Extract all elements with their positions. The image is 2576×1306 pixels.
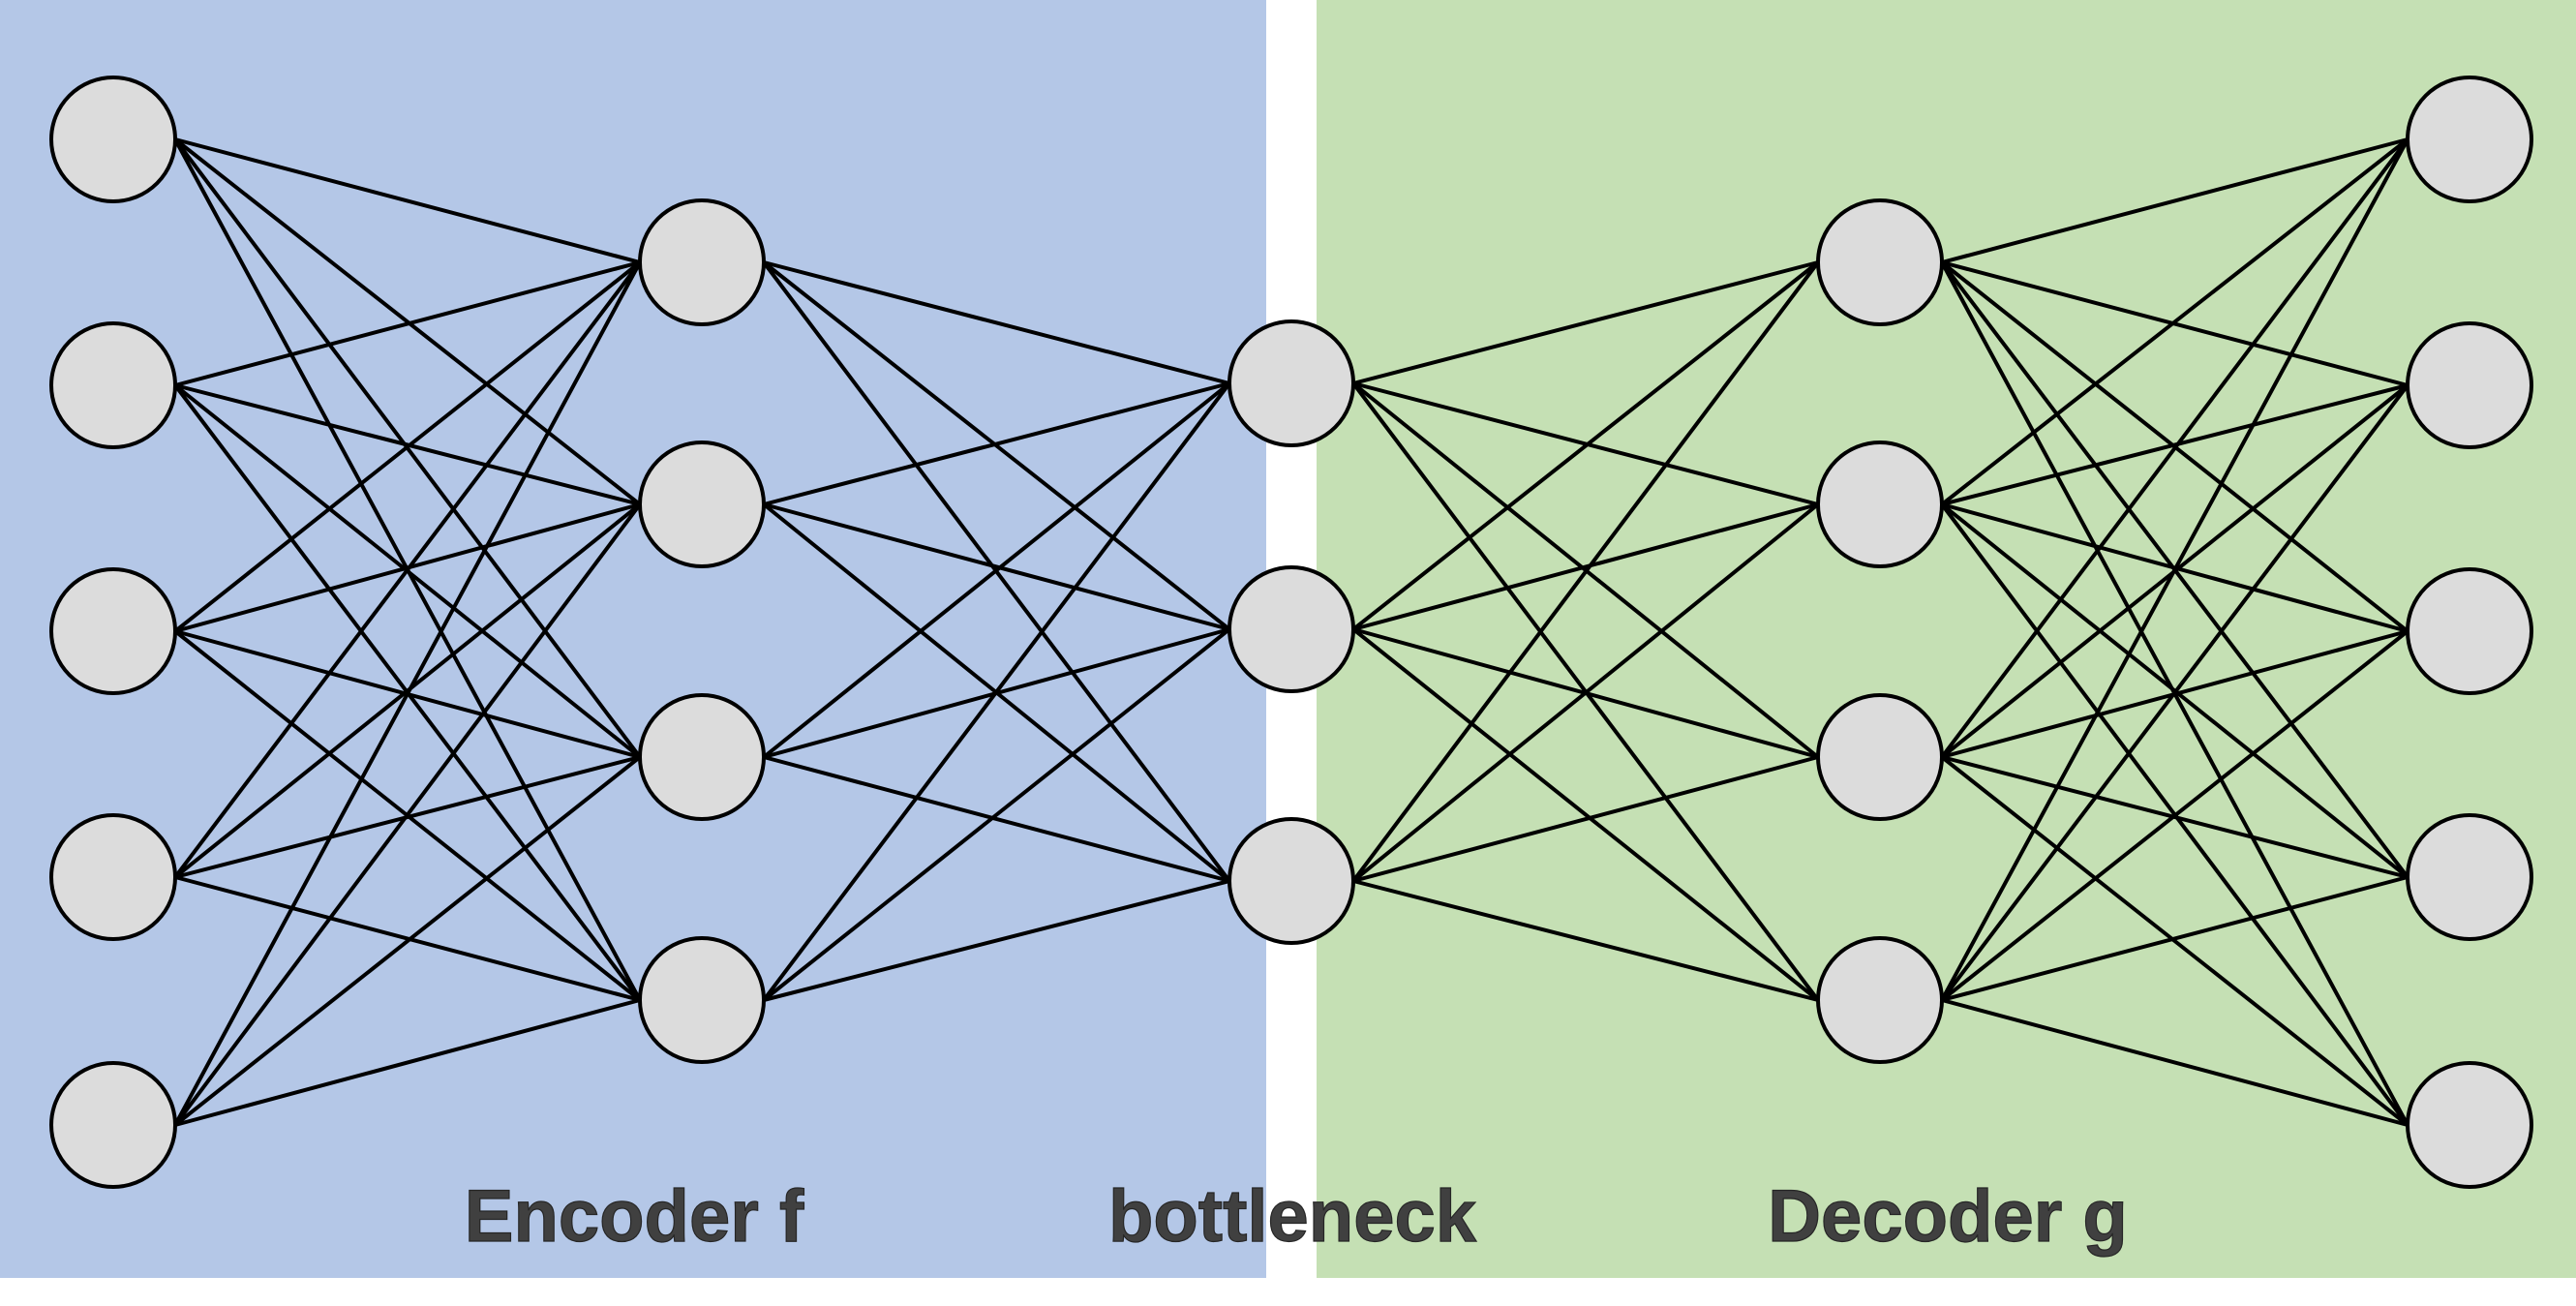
- edge-l4n4-l5n3: [1940, 629, 2409, 1002]
- connections: [173, 137, 2409, 1127]
- edge-l1n3-l2n1: [173, 260, 642, 633]
- edge-l3n3-l4n2: [1351, 502, 1820, 883]
- edge-l4n4-l5n4: [1941, 875, 2409, 1002]
- neuron-layer5-3: [2406, 567, 2533, 695]
- edge-l2n2-l3n1: [763, 381, 1230, 506]
- edge-l4n3-l5n1: [1940, 137, 2409, 759]
- neuron-layer5-4: [2406, 813, 2533, 941]
- edge-l3n3-l4n1: [1351, 260, 1820, 883]
- neuron-layer3-1: [1227, 319, 1355, 447]
- neuron-layer2-3: [638, 693, 766, 821]
- neuron-layer3-3: [1227, 817, 1355, 945]
- edge-l3n2-l4n2: [1352, 502, 1819, 631]
- neuron-layer2-1: [638, 198, 766, 326]
- edge-l4n4-l5n2: [1940, 383, 2409, 1002]
- edge-l4n1-l5n1: [1941, 137, 2409, 264]
- edge-l2n1-l3n1: [763, 260, 1230, 385]
- neuron-layer5-1: [2406, 76, 2533, 203]
- edge-l4n2-l5n1: [1940, 137, 2409, 506]
- edge-l2n4-l3n1: [762, 381, 1231, 1002]
- neuron-layer1-5: [49, 1061, 177, 1189]
- edge-l1n2-l2n1: [174, 260, 641, 387]
- edge-l2n3-l3n3: [763, 755, 1230, 883]
- edge-l3n2-l4n1: [1351, 260, 1820, 631]
- neuron-layer4-1: [1816, 198, 1944, 326]
- neuron-layer4-3: [1816, 693, 1944, 821]
- edge-l4n4-l5n5: [1941, 998, 2409, 1127]
- edge-l2n3-l3n1: [762, 381, 1231, 759]
- edge-l1n4-l2n1: [173, 260, 642, 879]
- encoder-region: [0, 0, 1266, 1278]
- edge-l3n2-l4n4: [1351, 627, 1820, 1002]
- edge-l2n2-l3n2: [763, 502, 1230, 631]
- edge-l2n4-l3n2: [762, 627, 1231, 1002]
- edge-l1n5-l2n3: [173, 755, 642, 1127]
- encoder-label: Encoder f: [465, 1175, 804, 1258]
- neuron-layer4-4: [1816, 936, 1944, 1064]
- neuron-layer1-3: [49, 567, 177, 695]
- neuron-layer1-1: [49, 76, 177, 203]
- neuron-layer5-2: [2406, 321, 2533, 449]
- neuron-layer1-2: [49, 321, 177, 449]
- edge-l4n3-l5n5: [1940, 755, 2409, 1127]
- edge-l3n3-l4n4: [1352, 879, 1819, 1002]
- bottleneck-label: bottleneck: [1108, 1175, 1477, 1258]
- neurons: [49, 76, 2533, 1189]
- edge-l1n5-l2n4: [174, 998, 641, 1127]
- neuron-layer3-2: [1227, 565, 1355, 693]
- decoder-label: Decoder g: [1768, 1175, 2128, 1258]
- edge-l1n1-l2n1: [174, 137, 641, 264]
- edge-l2n4-l3n3: [763, 879, 1230, 1002]
- edge-l1n5-l2n2: [173, 502, 642, 1127]
- neuron-layer2-2: [638, 440, 766, 568]
- edge-l4n4-l5n1: [1940, 138, 2409, 1001]
- edge-l4n2-l5n2: [1941, 383, 2409, 506]
- edge-l3n1-l4n1: [1352, 260, 1819, 385]
- edge-l3n3-l4n3: [1352, 755, 1819, 883]
- neuron-layer5-5: [2406, 1061, 2533, 1189]
- neuron-layer1-4: [49, 813, 177, 941]
- neuron-layer2-4: [638, 936, 766, 1064]
- edge-l1n5-l2n1: [173, 261, 642, 1126]
- neuron-layer4-2: [1816, 440, 1944, 568]
